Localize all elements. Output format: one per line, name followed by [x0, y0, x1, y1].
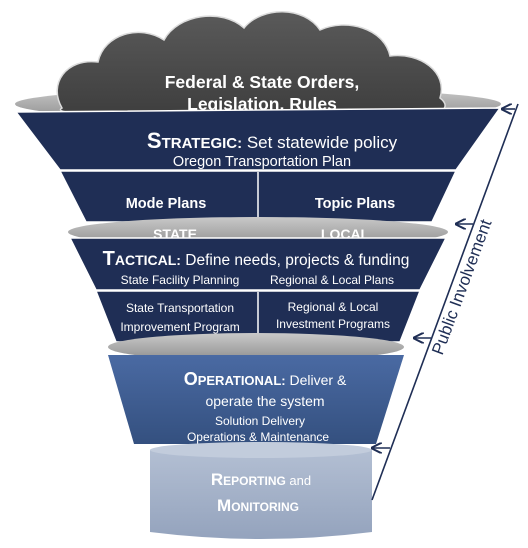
reporting-top: [150, 442, 372, 458]
tactical-cap: T: [103, 248, 115, 270]
operational-cap: O: [184, 369, 198, 389]
operational-line-4: Operations & Maintenance: [187, 430, 329, 444]
strategic-cap: S: [147, 128, 162, 153]
stip-line-1: State Transportation: [126, 301, 234, 315]
investment-line-1: Regional & Local: [288, 300, 379, 314]
strategic-desc: Set statewide policy: [242, 133, 397, 152]
operational-label: PERATIONAL:: [198, 373, 286, 388]
operational-disc: [108, 333, 404, 361]
cloud-line-1: Federal & State Orders,: [165, 72, 360, 92]
reporting-and: and: [286, 473, 311, 488]
reporting-cap: R: [211, 470, 223, 489]
tactical-band: [68, 237, 448, 291]
operational-line-3: Solution Delivery: [215, 414, 305, 428]
reporting-cylinder: [150, 450, 372, 539]
stip-line-2: Improvement Program: [120, 320, 239, 334]
monitoring-label: ONITORING: [231, 500, 299, 514]
feedback-line: [371, 103, 519, 501]
state-facility-planning: State Facility Planning: [121, 273, 240, 287]
investment-line-2: Investment Programs: [276, 317, 390, 331]
operational-line-2: operate the system: [205, 393, 324, 409]
strategic-label: TRATEGIC:: [162, 135, 243, 152]
reporting-label: EPORTING: [223, 474, 286, 488]
strategic-sub: Oregon Transportation Plan: [173, 154, 351, 170]
tactical-desc: Define needs, projects & funding: [181, 252, 409, 269]
strategic-band: [14, 107, 502, 171]
tactical-title: TACTICAL: Define needs, projects & fundi…: [103, 248, 410, 270]
monitoring-cap: M: [217, 496, 231, 515]
regional-local-plans: Regional & Local Plans: [270, 273, 394, 287]
operational-title: OPERATIONAL: Deliver &: [184, 369, 347, 389]
operational-desc: Deliver &: [286, 372, 347, 388]
tactical-label: ACTICAL:: [115, 252, 181, 268]
mode-plans-label: Mode Plans: [126, 196, 207, 212]
reporting-line-1: REPORTING and: [211, 470, 311, 489]
cloud-shape: [56, 11, 446, 113]
reporting-line-2: MONITORING: [217, 496, 299, 515]
strategic-title: STRATEGIC: Set statewide policy: [147, 128, 398, 153]
operational-band: [108, 355, 404, 444]
topic-plans-label: Topic Plans: [315, 196, 395, 212]
